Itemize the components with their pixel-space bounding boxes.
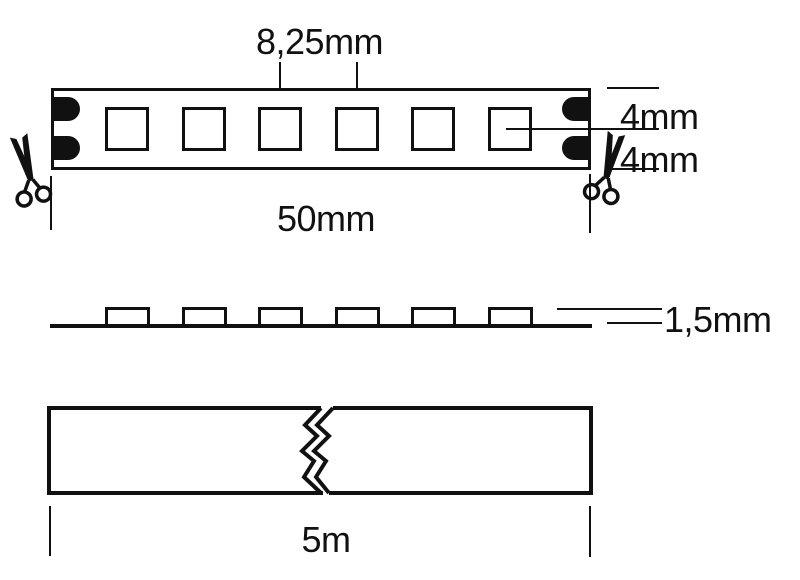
- led-center-leader-line: [506, 128, 659, 130]
- led-chip: [411, 107, 455, 151]
- led-chip: [335, 107, 379, 151]
- width-label-top: 4mm: [620, 96, 699, 137]
- thickness-extension-line-top: [557, 308, 662, 310]
- led-chip: [182, 107, 226, 151]
- break-zigzag-left: [299, 406, 323, 495]
- cut-length-label: 50mm: [276, 198, 376, 239]
- strip-profile-baseline: [50, 324, 592, 328]
- total-length-label: 5m: [301, 519, 351, 560]
- led-side: [182, 307, 227, 327]
- thickness-extension-line-bottom: [607, 322, 662, 324]
- scissors-icon: [577, 128, 639, 214]
- total-length-tick-left: [49, 506, 51, 556]
- led-side: [105, 307, 150, 327]
- led-chip: [105, 107, 149, 151]
- break-zigzag-right: [311, 406, 335, 495]
- cut-length-tick-left: [50, 176, 52, 230]
- width-extension-line-bottom: [605, 168, 659, 170]
- led-chip: [258, 107, 302, 151]
- thickness-label: 1,5mm: [664, 299, 772, 340]
- solder-pad: [562, 136, 588, 160]
- pitch-label: 8,25mm: [256, 21, 384, 62]
- scissors-icon: [0, 130, 60, 216]
- led-side: [411, 307, 456, 327]
- side-view-led-row: [105, 307, 535, 327]
- width-label-bottom: 4mm: [620, 139, 699, 180]
- cut-length-tick-right: [589, 174, 591, 233]
- solder-pad: [54, 136, 80, 160]
- led-side: [488, 307, 533, 327]
- width-extension-line-top: [607, 87, 659, 89]
- led-side: [258, 307, 303, 327]
- solder-pad: [562, 97, 588, 121]
- total-length-tick-right: [589, 506, 591, 557]
- top-view-led-row: [105, 107, 535, 151]
- reel-outline-with-break: [40, 400, 600, 504]
- led-side: [335, 307, 380, 327]
- solder-pad: [54, 97, 80, 121]
